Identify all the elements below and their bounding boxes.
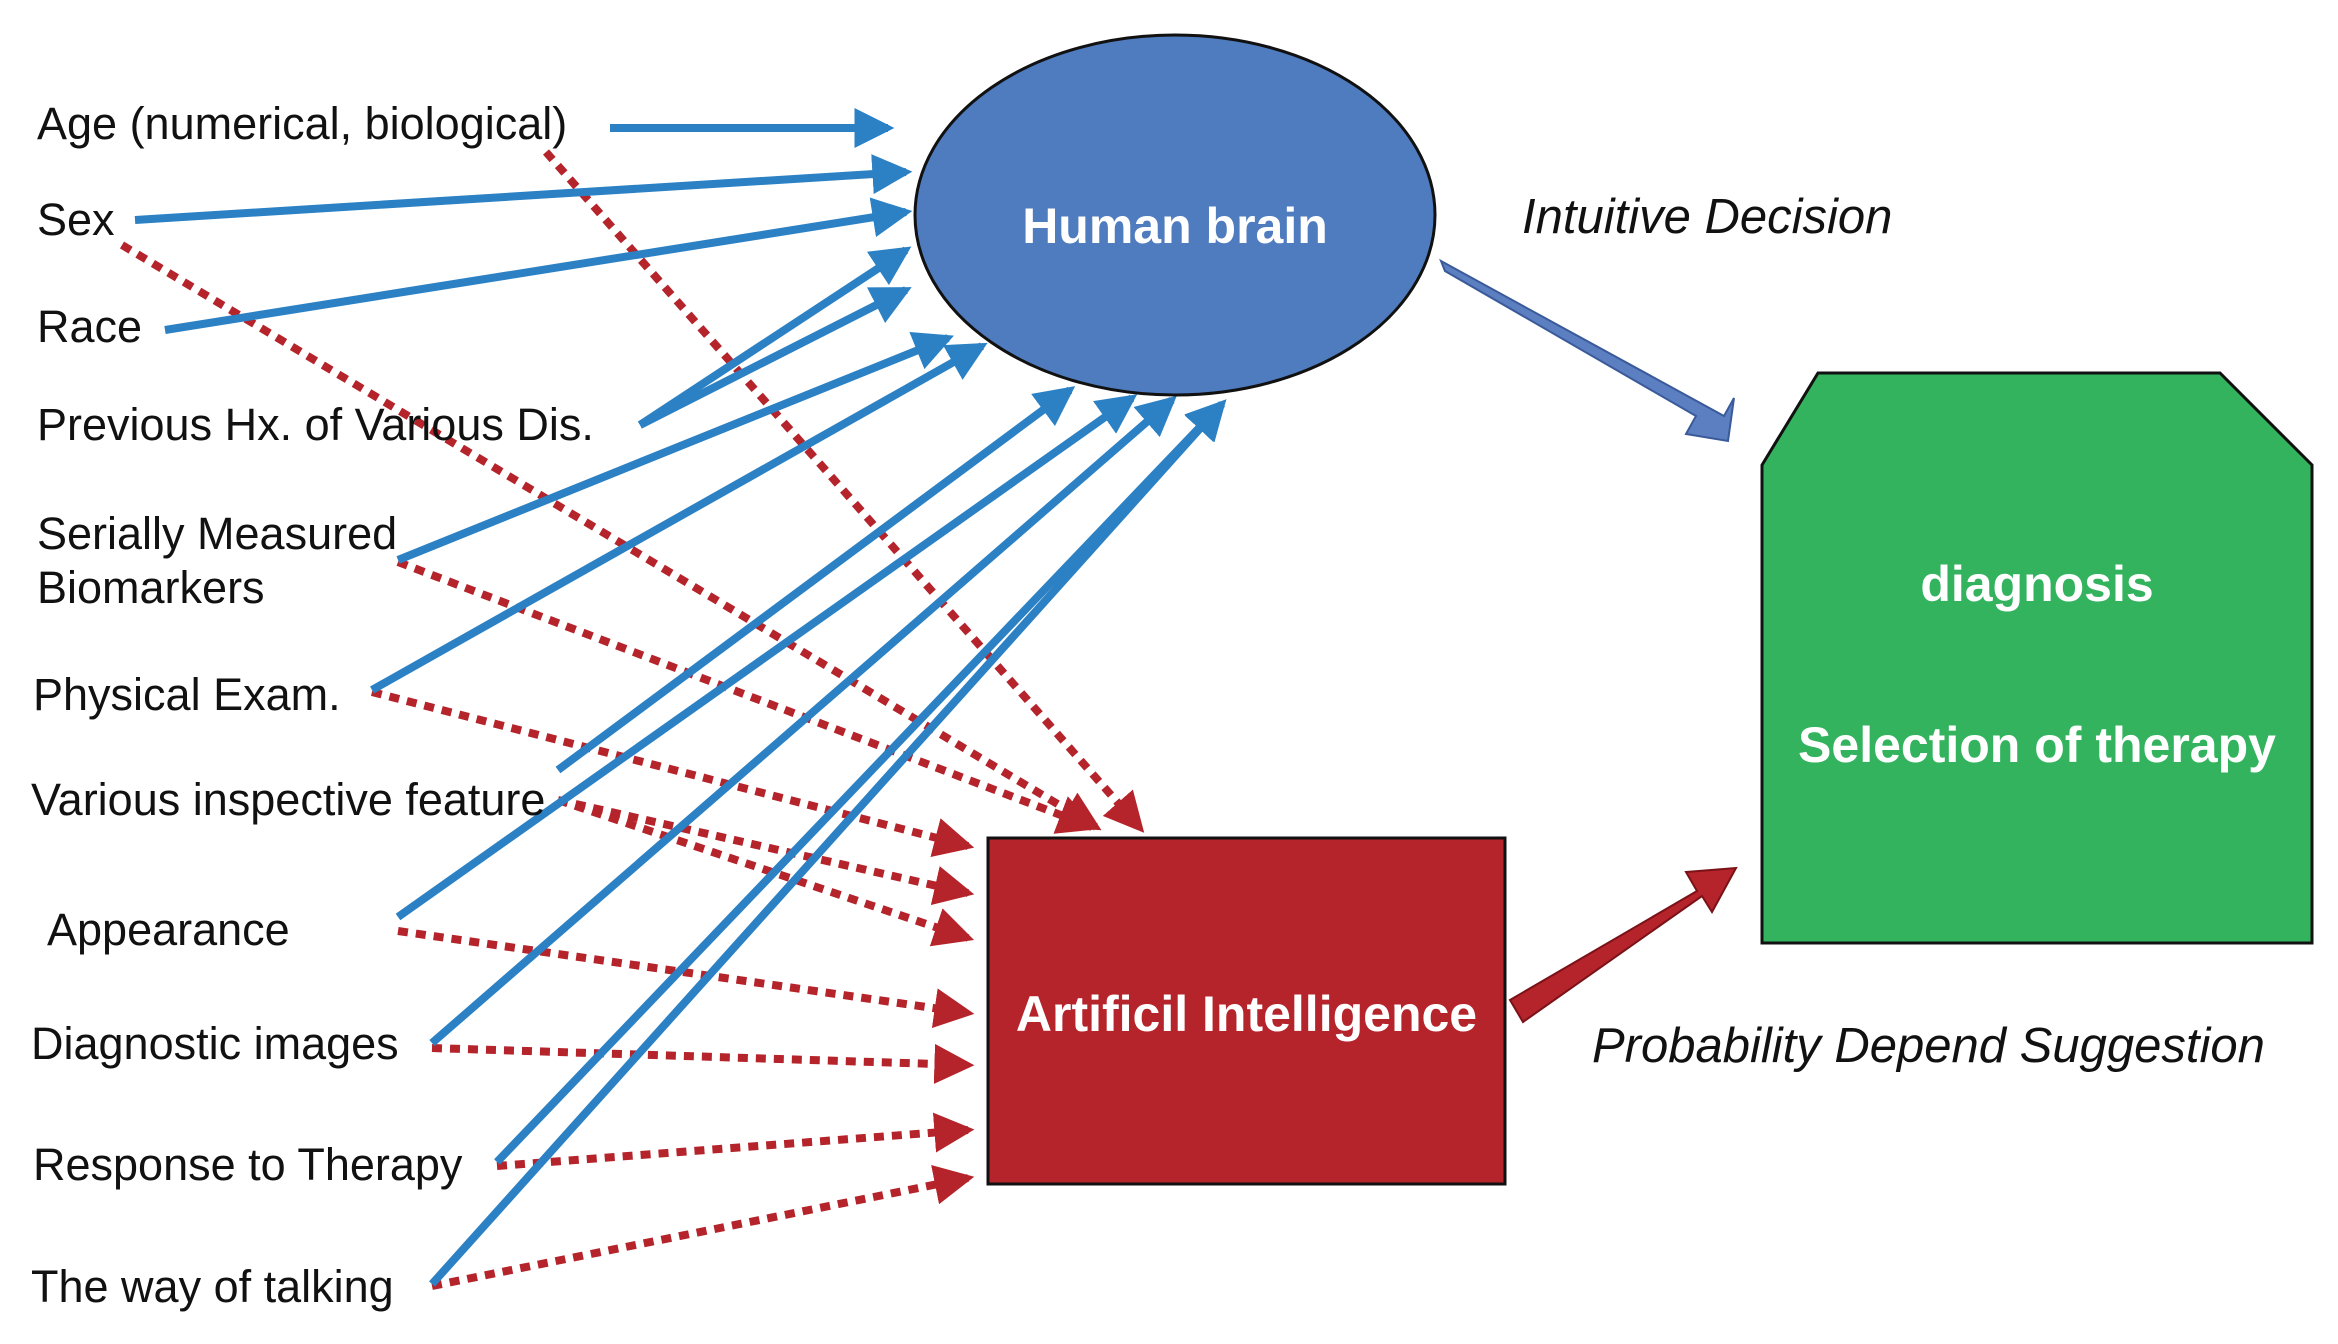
ai-input-arrow [431, 1165, 975, 1290]
intuitive-decision-arrow [1439, 258, 1735, 443]
brain-input-arrow [638, 286, 912, 429]
brain-input-arrow [429, 399, 1227, 1287]
ai-input-arrow [557, 796, 975, 906]
probability-suggestion-arrow [1508, 866, 1738, 1024]
brain-input-arrow [370, 342, 988, 694]
ai-label: Artificil Intelligence [1015, 986, 1478, 1042]
input-label-response-to-therapy: Response to Therapy [33, 1139, 463, 1190]
ai-input-arrow [396, 558, 1098, 834]
input-label-inspective-feature: Various inspective feature [31, 774, 546, 825]
brain-input-arrow [134, 154, 913, 224]
input-label-previous-history: Previous Hx. of Various Dis. [37, 399, 594, 450]
human-brain-label: Human brain [1022, 198, 1328, 254]
input-label-way-of-talking: The way of talking [31, 1261, 394, 1312]
input-label-sex: Sex [37, 194, 115, 245]
brain-input-arrow [494, 399, 1227, 1165]
brain-input-arrows [134, 108, 1227, 1287]
ai-input-arrow [556, 796, 975, 947]
brain-input-arrow [637, 246, 912, 429]
input-label-biomarkers: Serially Measured Biomarkers [37, 508, 398, 613]
input-label-appearance: Appearance [47, 904, 290, 955]
brain-input-arrow [555, 386, 1076, 774]
input-label-age: Age (numerical, biological) [37, 98, 568, 149]
input-label-race: Race [37, 301, 143, 352]
ai-input-arrow [542, 149, 1145, 833]
intuitive-decision-label: Intuitive Decision [1522, 190, 1893, 244]
brain-input-arrow [164, 197, 913, 334]
brain-input-arrow [395, 394, 1138, 921]
outcome-node [1760, 371, 2314, 945]
ai-input-arrow [431, 1043, 975, 1084]
brain-input-arrow [429, 395, 1177, 1047]
probability-suggestion-label: Probability Depend Suggestion [1592, 1019, 2265, 1073]
ai-input-arrow [370, 688, 975, 857]
ai-input-arrow [397, 927, 975, 1029]
ai-input-arrow [496, 1112, 975, 1170]
human-brain-node [913, 33, 1437, 397]
diagnosis-label: diagnosis [1920, 556, 2154, 612]
ai-node [986, 836, 1507, 1186]
brain-input-arrow [396, 332, 954, 564]
therapy-selection-label: Selection of therapy [1798, 717, 2276, 773]
input-label-physical-exam: Physical Exam. [33, 669, 341, 720]
input-label-diagnostic-images: Diagnostic images [31, 1018, 399, 1069]
